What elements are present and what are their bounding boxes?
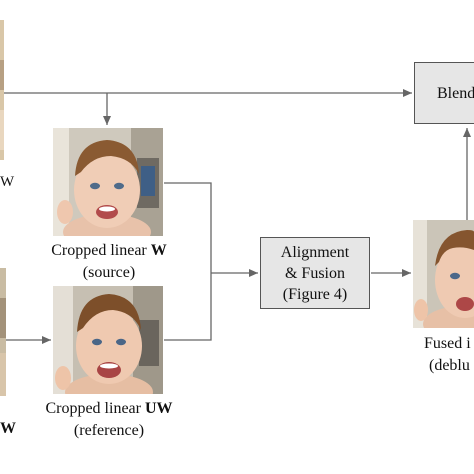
fused-caption-line1: Fused i — [424, 335, 471, 352]
alignment-line1: Alignment — [280, 243, 350, 261]
alignment-fusion-box: Alignment & Fusion (Figure 4) — [260, 237, 370, 309]
left-w-photo-partial — [0, 20, 4, 160]
cropped-w-photo — [53, 128, 163, 236]
left-w-label: W — [0, 174, 15, 190]
left-uw-photo-partial — [0, 268, 6, 396]
cropped-uw-caption: Cropped linear UW — [45, 400, 173, 417]
fused-caption-line2: (deblu — [429, 357, 470, 374]
alignment-line2: & Fusion — [284, 264, 345, 282]
blend-box: Blend — [414, 62, 474, 124]
left-uw-label: W — [0, 420, 16, 437]
blend-label: Blend — [437, 84, 474, 102]
alignment-line3: (Figure 4) — [282, 285, 348, 303]
cropped-uw-subcaption: (reference) — [73, 422, 145, 439]
cropped-w-caption: Cropped linear W — [51, 242, 167, 259]
fused-photo — [413, 220, 474, 328]
cropped-uw-photo — [53, 286, 163, 394]
cropped-w-subcaption: (source) — [82, 264, 136, 281]
